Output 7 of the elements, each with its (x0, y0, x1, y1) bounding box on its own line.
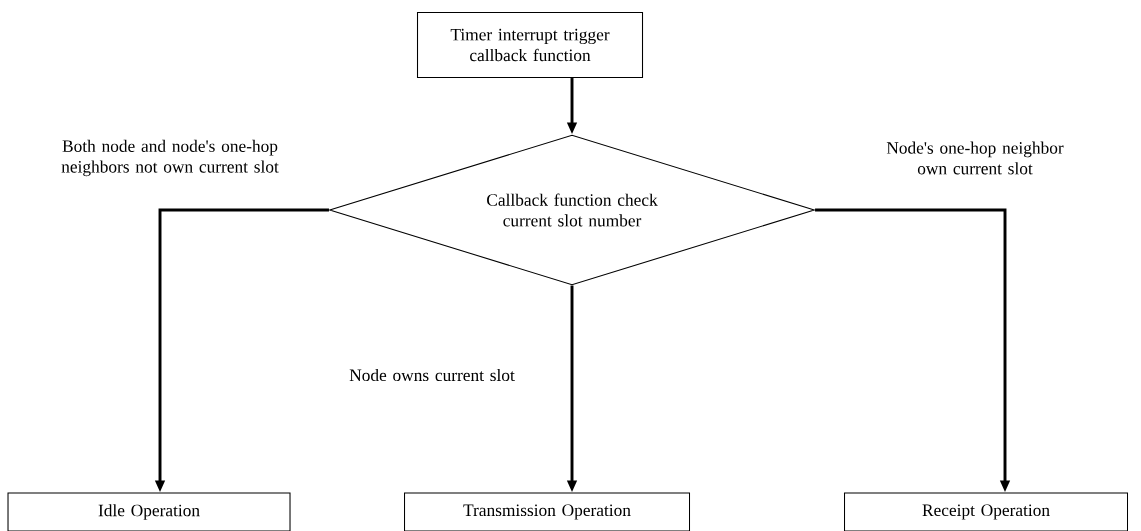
process-box: Timer interrupt trigger callback function (416, 11, 644, 79)
edge-label: Node owns current slot (349, 368, 515, 382)
process-box: Receipt Operation (843, 492, 1129, 531)
process-box: Idle Operation (7, 492, 291, 531)
process-box: Transmission Operation (403, 492, 691, 531)
edge-label: Both node and node's one-hop neighbors not own current slot (61, 139, 279, 177)
edge-label: Node's one-hop neighbor own current slot (886, 141, 1064, 175)
